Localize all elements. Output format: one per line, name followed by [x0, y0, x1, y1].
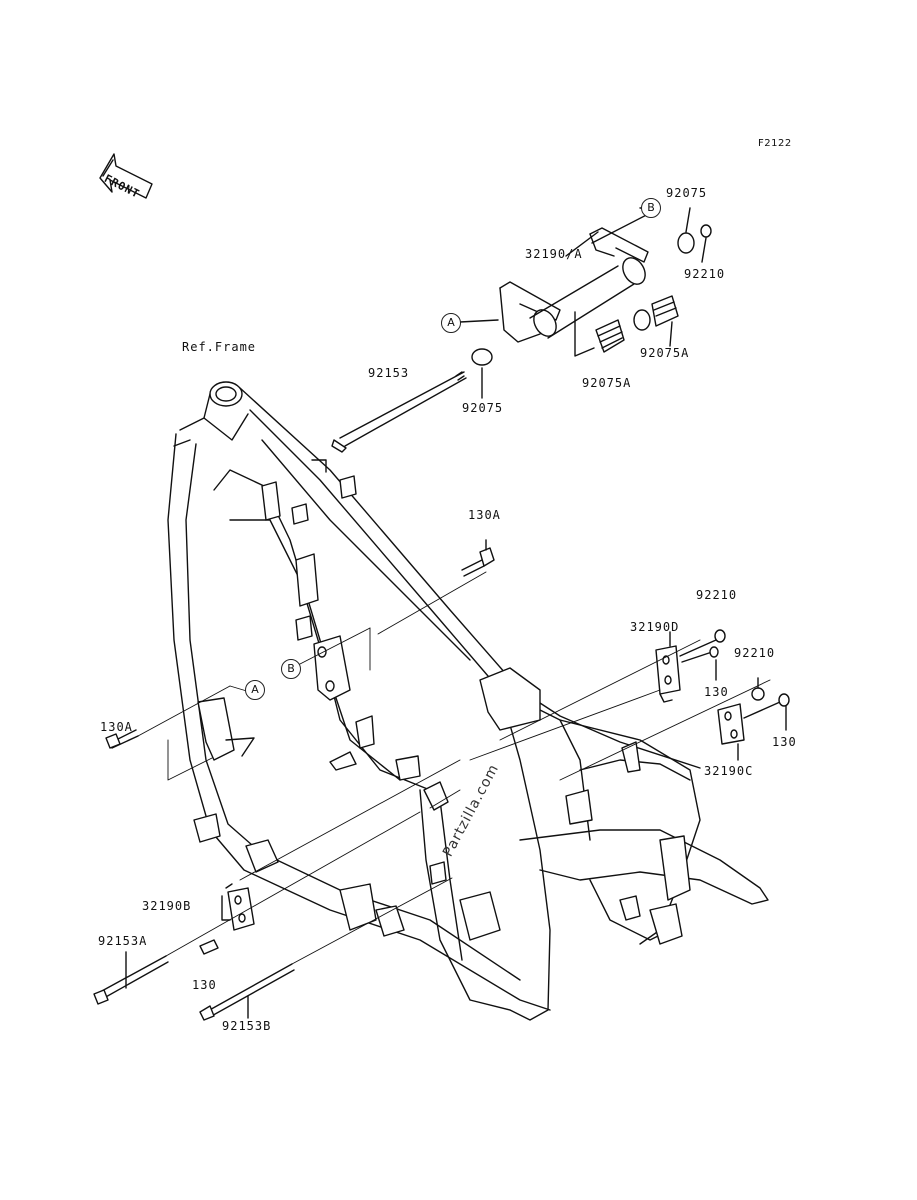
bolt-92153: [331, 371, 467, 453]
callout-32190d[interactable]: 32190D: [630, 620, 680, 634]
callout-130-bottom[interactable]: 130: [192, 978, 217, 992]
upper-bracket-assembly: [459, 207, 712, 399]
callout-92075a-low[interactable]: 92075A: [582, 376, 632, 390]
bolt-92153b: [199, 963, 295, 1021]
front-arrow-icon: [99, 153, 153, 199]
callout-130-d[interactable]: 130: [704, 685, 729, 699]
callout-130a-left[interactable]: 130A: [100, 720, 133, 734]
callout-92153b[interactable]: 92153B: [222, 1019, 272, 1033]
bracket-32190b: [199, 883, 255, 955]
callout-92075-top[interactable]: 92075: [666, 186, 708, 200]
callout-32190-a[interactable]: 32190/A: [525, 247, 583, 261]
callout-92210-mid[interactable]: 92210: [696, 588, 738, 602]
callout-92153[interactable]: 92153: [368, 366, 410, 380]
callout-32190b[interactable]: 32190B: [142, 899, 192, 913]
callout-92075-mid[interactable]: 92075: [462, 401, 504, 415]
bracket-32190c: [717, 677, 790, 761]
figure-code: F2122: [758, 138, 792, 149]
main-frame: [167, 381, 769, 1021]
bolt-130a-mid: [461, 539, 495, 577]
marker-a-top: A: [441, 313, 461, 333]
callout-130a-mid[interactable]: 130A: [468, 508, 501, 522]
callout-92210-right[interactable]: 92210: [734, 646, 776, 660]
bracket-32190d: [655, 629, 726, 703]
callout-92210-top[interactable]: 92210: [684, 267, 726, 281]
marker-b-mid: B: [281, 659, 301, 679]
marker-b-top: B: [641, 198, 661, 218]
callout-ref-frame[interactable]: Ref.Frame: [182, 340, 257, 354]
marker-a-left: A: [245, 680, 265, 700]
callout-92153a[interactable]: 92153A: [98, 934, 148, 948]
bolt-92153a: [93, 951, 169, 1005]
bolt-130a-left: [105, 729, 139, 749]
callout-92075a-right[interactable]: 92075A: [640, 346, 690, 360]
callout-32190c[interactable]: 32190C: [704, 764, 754, 778]
callout-130-right[interactable]: 130: [772, 735, 797, 749]
